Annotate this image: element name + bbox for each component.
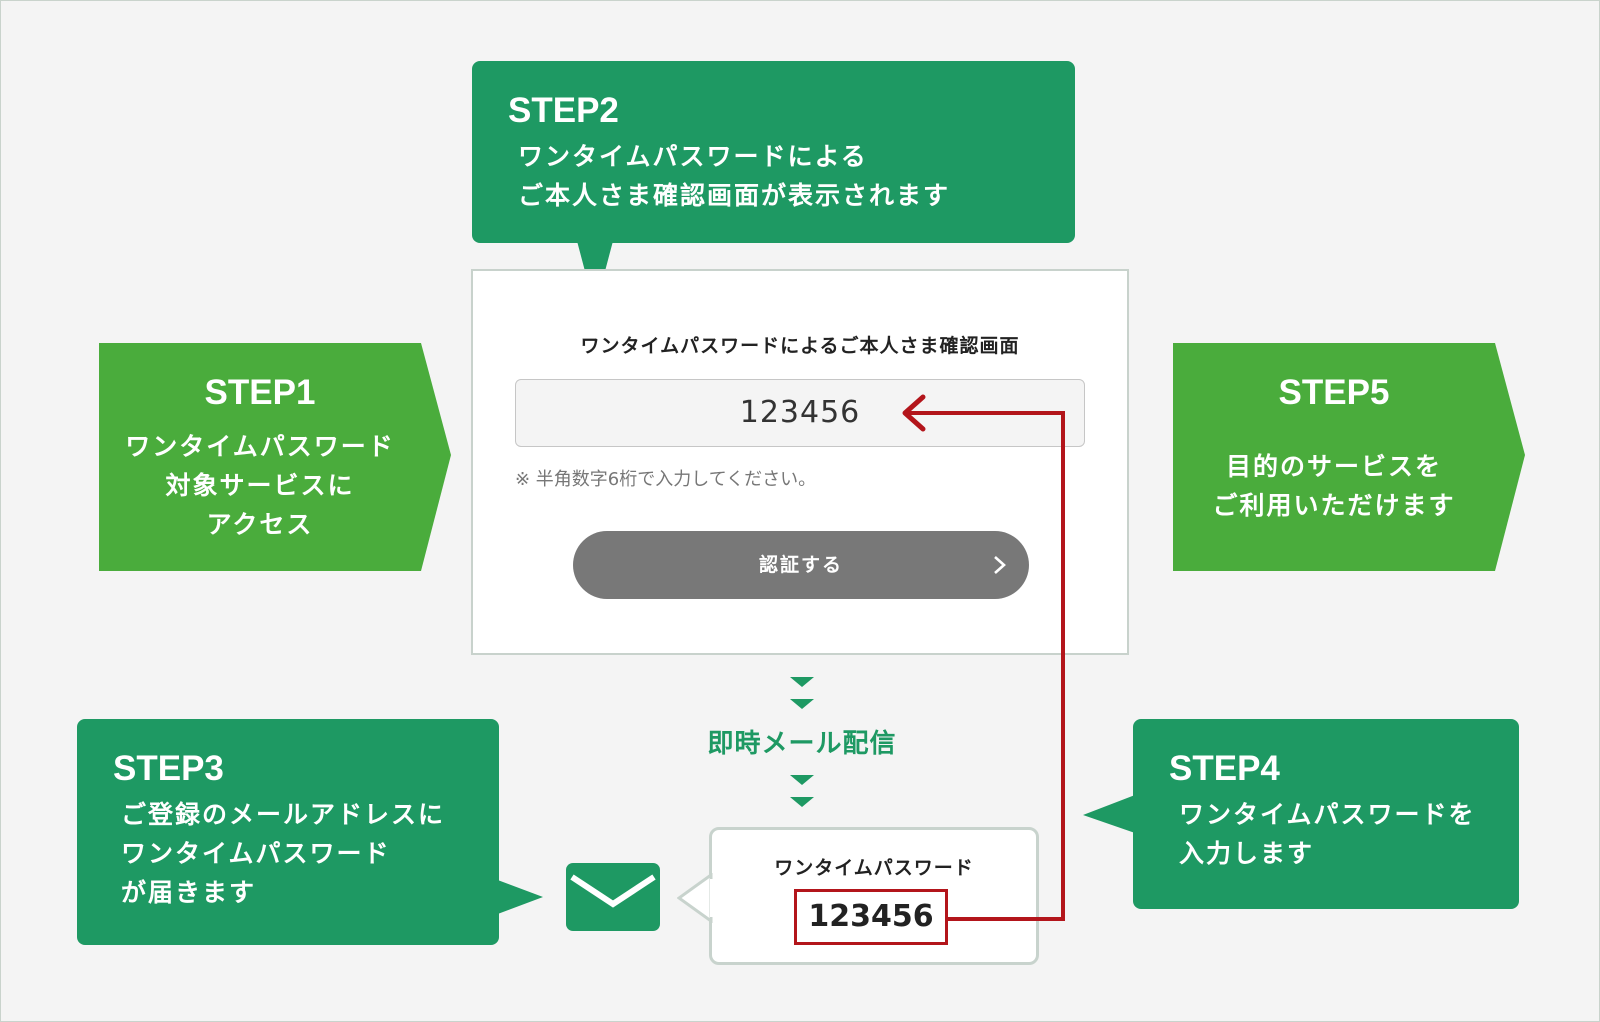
step2-text: ワンタイムパスワードによる ご本人さま確認画面が表示されます bbox=[518, 142, 951, 210]
step3-text: ご登録のメールアドレスに ワンタイムパスワード が届きます bbox=[121, 800, 446, 907]
auth-screen-title: ワンタイムパスワードによるご本人さま確認画面 bbox=[580, 335, 1020, 357]
down-chevron-icon bbox=[790, 677, 814, 709]
step4-bubble-tail bbox=[1083, 795, 1135, 833]
step1-title: STEP1 bbox=[204, 373, 316, 412]
step2-bubble: STEP2 ワンタイムパスワードによる ご本人さま確認画面が表示されます bbox=[472, 61, 1075, 243]
step5-text: 目的のサービスを ご利用いただけます bbox=[1212, 452, 1456, 520]
step4-title: STEP4 bbox=[1169, 749, 1280, 788]
step1-text: ワンタイムパスワード 対象サービスに アクセス bbox=[125, 432, 395, 539]
step4-text: ワンタイムパスワードを 入力します bbox=[1179, 800, 1476, 868]
mail-otp-code: 123456 bbox=[794, 889, 948, 945]
step3-bubble-tail bbox=[495, 879, 543, 915]
otp-input-field[interactable]: 123456 bbox=[515, 379, 1085, 447]
chevron-right-icon bbox=[994, 556, 1006, 574]
delivery-label: 即時メール配信 bbox=[707, 729, 897, 759]
step1-arrow-shape bbox=[99, 343, 451, 571]
input-note: ※ 半角数字6桁で入力してください。 bbox=[515, 469, 817, 490]
step3-title: STEP3 bbox=[113, 749, 224, 788]
step2-title: STEP2 bbox=[508, 91, 619, 130]
step3-bubble: STEP3 ご登録のメールアドレスに ワンタイムパスワード が届きます bbox=[77, 719, 499, 945]
verify-button[interactable]: 認証する bbox=[573, 531, 1029, 599]
down-chevron-icon bbox=[790, 775, 814, 807]
step4-bubble: STEP4 ワンタイムパスワードを 入力します bbox=[1133, 719, 1519, 909]
verify-button-label: 認証する bbox=[758, 554, 843, 576]
mail-title: ワンタイムパスワード bbox=[774, 857, 974, 879]
envelope-icon bbox=[566, 863, 660, 931]
step5-title: STEP5 bbox=[1278, 373, 1390, 412]
mail-card-tail bbox=[677, 873, 713, 923]
step5-arrow-shape bbox=[1173, 343, 1525, 571]
